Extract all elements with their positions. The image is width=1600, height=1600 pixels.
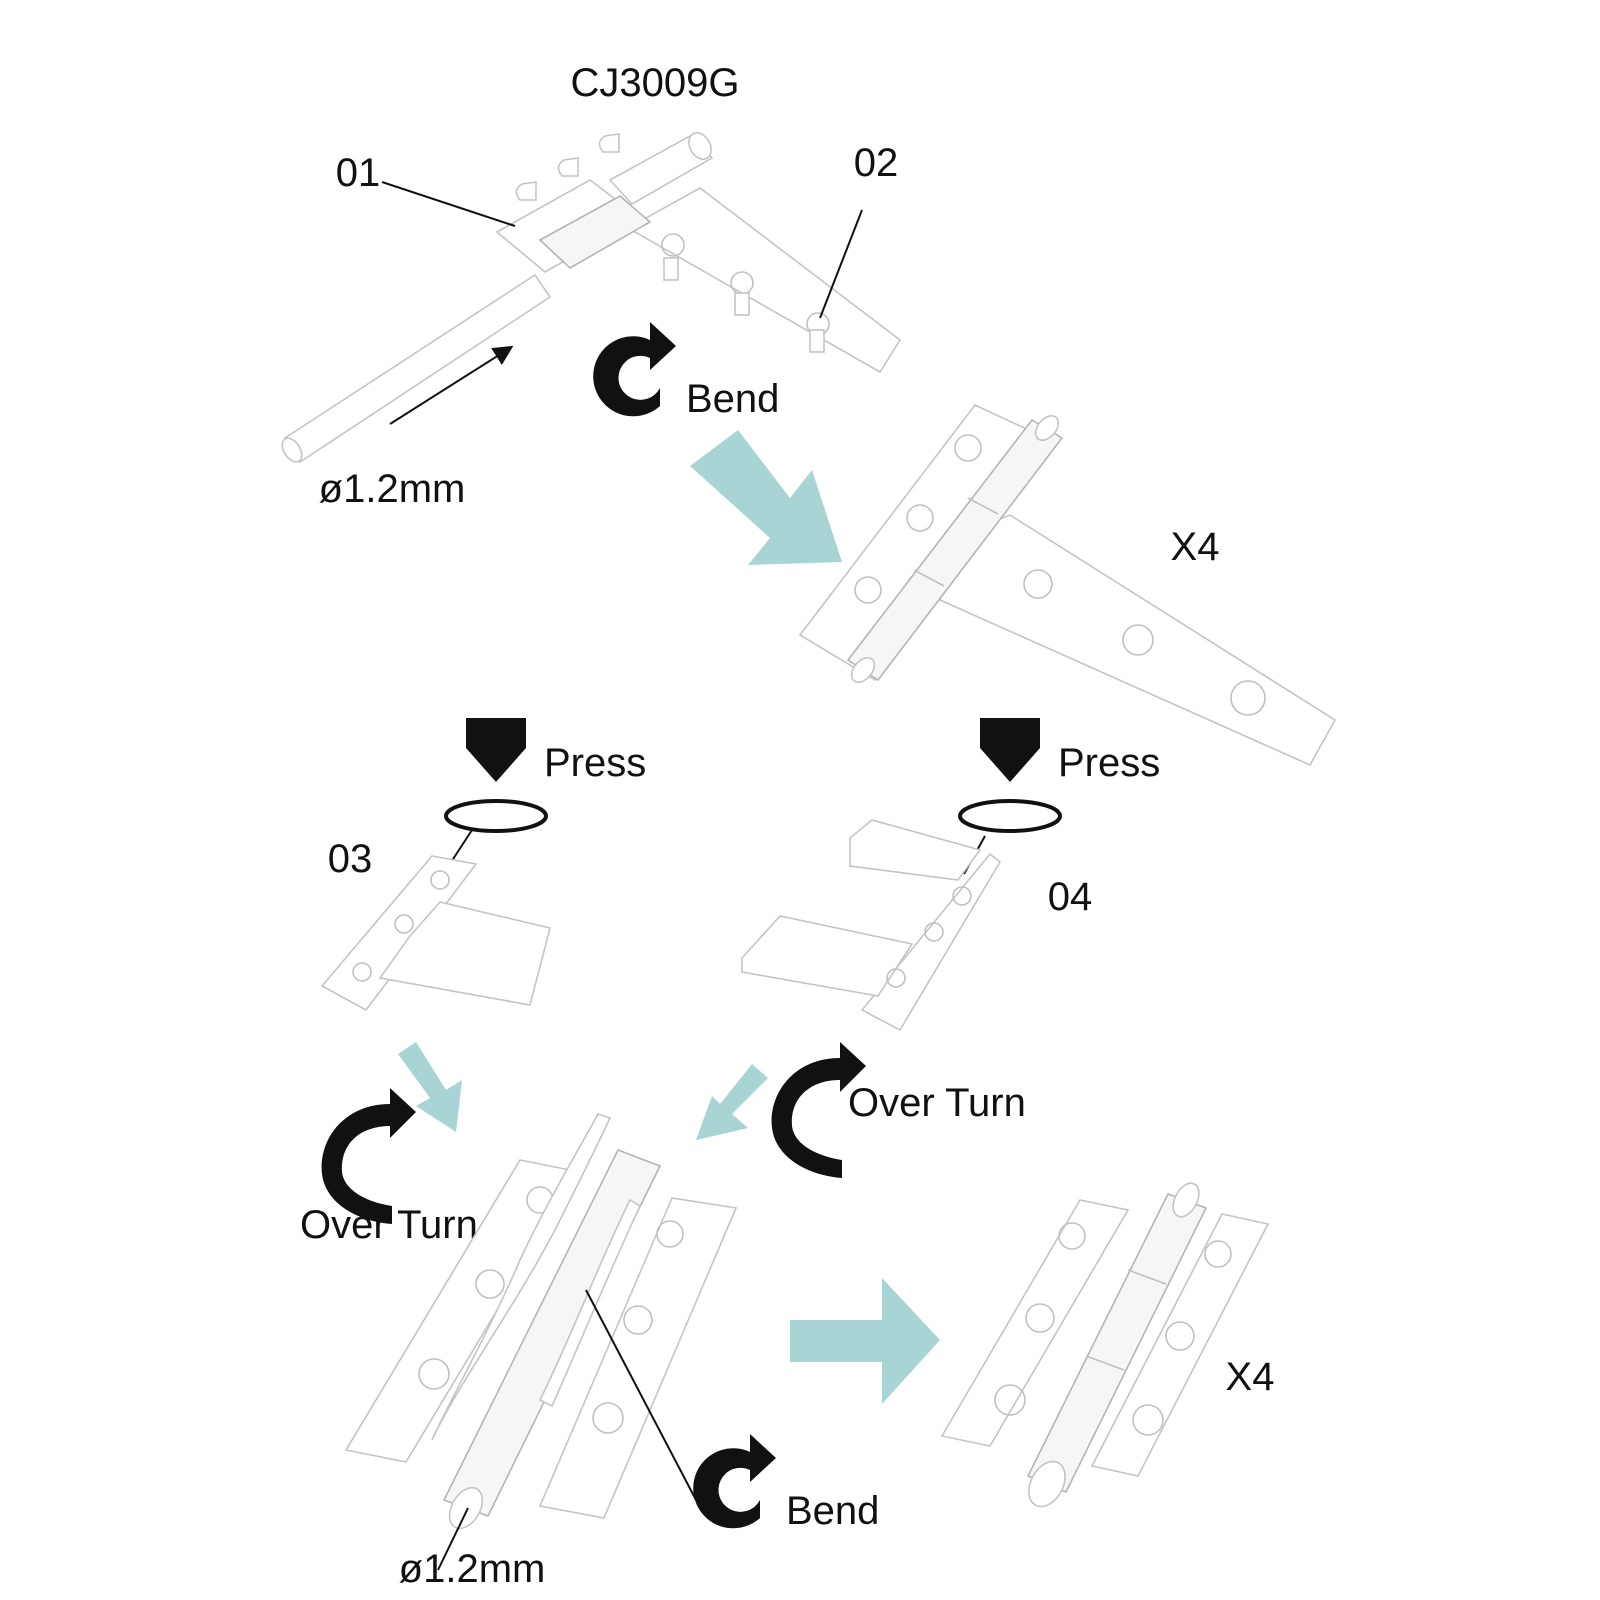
bend-label-top: Bend — [686, 377, 779, 421]
over-turn-arrow-icon — [771, 1042, 866, 1178]
part-label-03: 03 — [328, 837, 373, 881]
flow-arrow-icon — [690, 430, 842, 565]
flow-arrow-icon — [696, 1064, 768, 1140]
leader-wire-bottom — [437, 1507, 469, 1571]
wire-diameter-top: ø1.2mm — [319, 467, 466, 511]
part-04-etch — [741, 819, 1002, 1032]
press-label-left: Press — [544, 741, 646, 785]
leader-01 — [381, 181, 516, 227]
tee-hinge-result — [798, 404, 1337, 767]
leader-02 — [819, 209, 863, 319]
diagram-title: CJ3009G — [571, 61, 740, 105]
flow-arrow-icon — [398, 1042, 462, 1132]
leader-bend-bottom — [585, 1289, 697, 1501]
press-pointer-icon — [980, 718, 1040, 782]
part-label-01: 01 — [336, 151, 381, 195]
butt-hinge-result — [940, 1182, 1270, 1508]
washer-ring-right — [958, 799, 1062, 833]
part-label-04: 04 — [1048, 875, 1093, 919]
quantity-tee-hinge: X4 — [1171, 525, 1220, 569]
over-turn-arrow-icon — [321, 1088, 416, 1224]
flow-arrow-icon — [790, 1278, 940, 1404]
wire-diameter-bottom: ø1.2mm — [399, 1547, 546, 1591]
tee-hinge-etch-part — [281, 132, 902, 464]
bend-arrow-icon — [693, 1434, 776, 1529]
part-03-etch — [320, 855, 551, 1012]
quantity-butt-hinge: X4 — [1226, 1355, 1275, 1399]
over-turn-label-right: Over Turn — [848, 1081, 1026, 1125]
bend-label-bottom: Bend — [786, 1489, 879, 1533]
insert-wire-arrow — [389, 345, 514, 425]
part-label-02: 02 — [854, 141, 899, 185]
butt-hinge-assembly-exploded — [344, 1113, 738, 1530]
over-turn-label-left: Over Turn — [300, 1203, 478, 1247]
press-label-right: Press — [1058, 741, 1160, 785]
press-pointer-icon — [466, 718, 526, 782]
bend-arrow-icon — [593, 322, 676, 417]
washer-ring-left — [444, 799, 548, 833]
